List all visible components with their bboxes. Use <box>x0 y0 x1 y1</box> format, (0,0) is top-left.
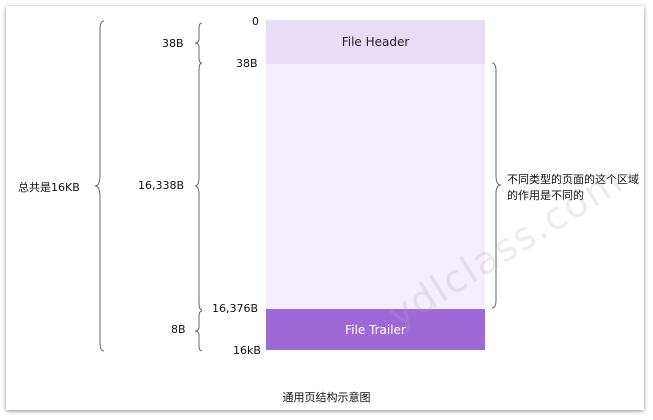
body-size-label: 16,338B <box>138 179 185 192</box>
header-size-brace <box>194 22 203 64</box>
trailer-size-label: 8B <box>171 323 186 336</box>
header-size-label: 38B <box>162 37 184 50</box>
file-header-label: File Header <box>341 35 410 49</box>
page-body-block <box>266 64 485 309</box>
diagram-caption: 通用页结构示意图 <box>282 391 371 404</box>
file-header-block: File Header <box>266 20 485 64</box>
body-size-brace <box>194 62 203 311</box>
offset-header-end-label: 38B <box>236 57 258 70</box>
offset-trailer-start-label: 16,376B <box>212 302 259 315</box>
body-note-brace <box>491 62 502 309</box>
file-trailer-block: File Trailer <box>266 309 485 350</box>
offset-start-label: 0 <box>252 15 259 28</box>
body-region-note: 不同类型的页面的这个区域的作用是不同的 <box>507 173 639 202</box>
total-size-brace <box>94 20 105 352</box>
total-size-label: 总共是16KB <box>18 181 80 194</box>
trailer-size-brace <box>194 310 203 352</box>
file-trailer-label: File Trailer <box>345 322 406 337</box>
offset-end-label: 16kB <box>233 344 261 357</box>
